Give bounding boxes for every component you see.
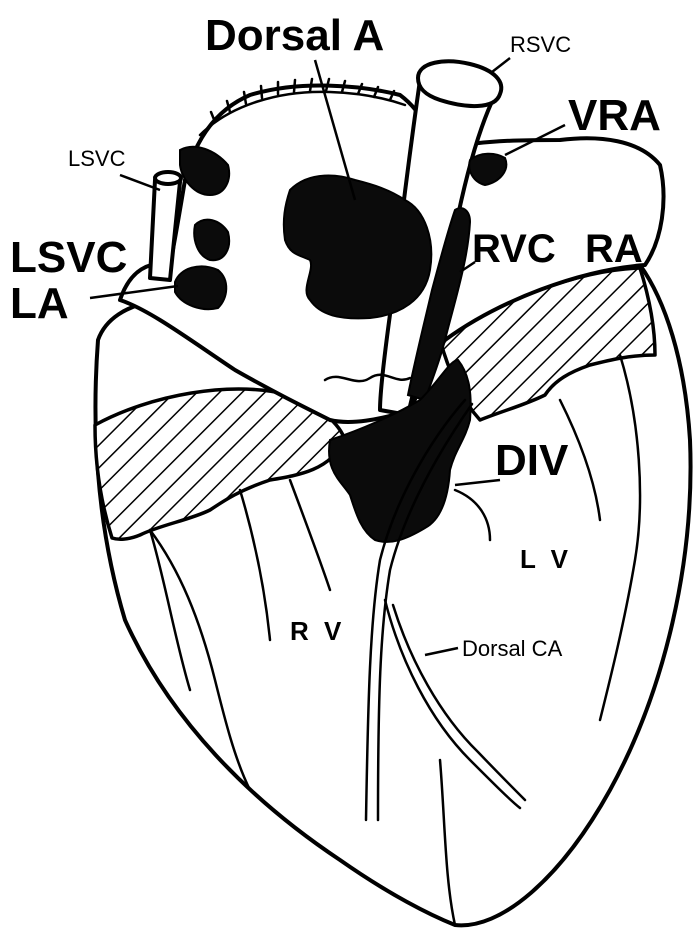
lsvc-cap (155, 172, 181, 184)
label-la: LA (10, 279, 69, 328)
label-rv: R V (290, 616, 345, 646)
label-lsvc-small: LSVC (68, 146, 126, 171)
label-lv: L V (520, 544, 572, 574)
leader-rsvc (492, 58, 510, 72)
label-ra: RA (585, 227, 643, 271)
label-dorsal-a: Dorsal A (205, 11, 384, 60)
label-vra: VRA (568, 91, 661, 140)
label-div: DIV (495, 436, 569, 485)
label-rvc: RVC (472, 227, 556, 271)
label-dorsal-ca: Dorsal CA (462, 636, 563, 661)
label-lsvc-big: LSVC (10, 233, 127, 282)
label-rsvc: RSVC (510, 32, 571, 57)
